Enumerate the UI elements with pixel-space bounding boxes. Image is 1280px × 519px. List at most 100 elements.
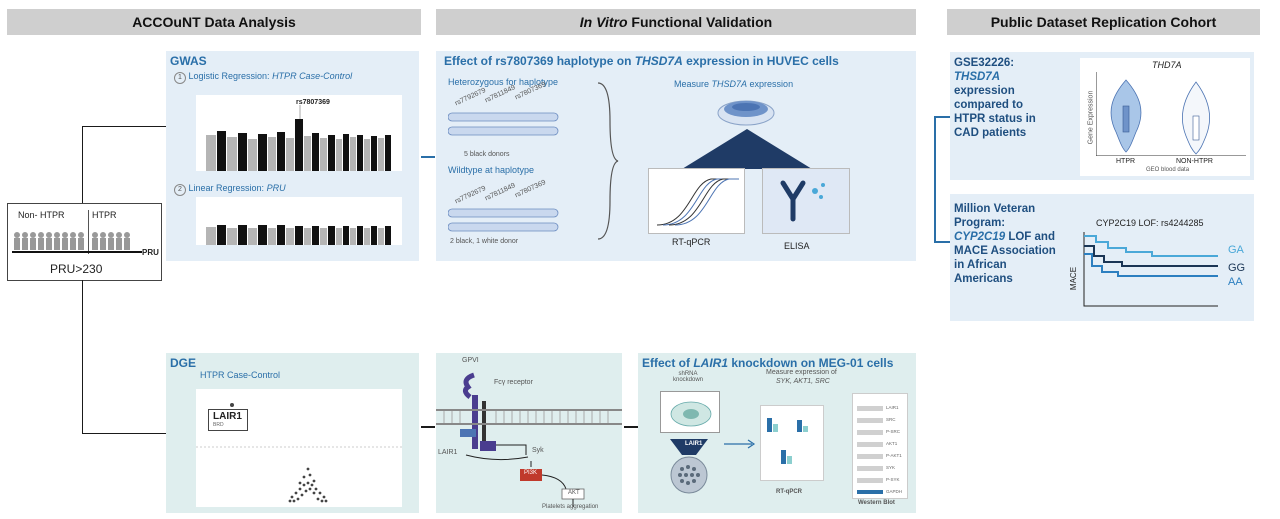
qpcr-bars <box>767 418 808 464</box>
mvp-title-line1: Million Veteran Program: <box>954 203 1036 229</box>
wb-row-8: GAPDH <box>886 489 903 494</box>
lair1-box-label: LAIR1 <box>213 411 242 422</box>
blot-bands <box>857 406 883 494</box>
gse-title-gene: THSD7A <box>954 71 1001 83</box>
connector-pathway-meg <box>624 426 638 428</box>
mvp-title: Million Veteran Program: CYP2C19 LOF and… <box>954 202 1064 286</box>
connector-rep-vertical <box>934 116 936 242</box>
gwas-panel: GWAS 1 Logistic Regression: HTPR Case-Co… <box>166 51 419 261</box>
pathway-panel: GPVI Fcγ receptor LAIR1 Syk PI <box>436 353 622 513</box>
meg-title-gene: LAIR1 <box>693 356 729 370</box>
meg-rtqpcr-label: RT-qPCR <box>776 489 802 495</box>
gse-panel: GSE32226: THSD7A expression compared to … <box>950 52 1254 180</box>
akt-label: AKT <box>568 490 580 496</box>
connector-dge-pathway <box>421 426 435 428</box>
knockdown-box <box>660 391 720 433</box>
het-donors: 5 black donors <box>464 151 510 158</box>
triangle-shape <box>682 129 812 169</box>
lair1-box: LAIR1 BRD <box>208 409 248 431</box>
lair1-pathway-label: LAIR1 <box>438 449 458 456</box>
violin-plot: THD7A Gene Expression HTPR NON-HTPR GEO … <box>1080 58 1250 176</box>
elisa-box <box>762 168 850 234</box>
violin-plot-title: THD7A <box>1152 60 1182 70</box>
syk-label: Syk <box>532 447 544 454</box>
bracket-icon <box>597 82 619 240</box>
arrow-right-icon <box>724 439 756 449</box>
step2-italic: PRU <box>266 183 286 193</box>
km-curve-gg <box>1084 245 1218 267</box>
measure-pre: Measure <box>674 79 712 89</box>
mvp-panel: Million Veteran Program: CYP2C19 LOF and… <box>950 194 1254 321</box>
elisa-label: ELISA <box>784 241 810 251</box>
patient-box: Non- HTPR HTPR PRU PRU>230 <box>7 203 162 281</box>
huvec-panel: Effect of rs7807369 haplotype on THSD7A … <box>436 51 916 261</box>
header-account: ACCOuNT Data Analysis <box>7 9 421 35</box>
platelet-aggregation-label: Platelets aggregation <box>542 504 599 510</box>
manhattan-bars-2 <box>206 225 391 245</box>
measure-expression-line1: Measure expression of <box>766 369 837 376</box>
wb-row-1: LAIR1 <box>886 405 899 410</box>
shrna-label: shRNA knockdown <box>672 371 704 383</box>
connector-rep-top <box>934 116 950 118</box>
wt-chromosomes <box>448 208 559 232</box>
wt-label: Wildtype at haplotype <box>448 165 535 175</box>
manhattan-plot-1: rs7807369 <box>196 95 402 171</box>
rtqpcr-box <box>648 168 745 234</box>
pru-threshold: PRU>230 <box>50 262 103 276</box>
htpr-label: HTPR <box>92 210 117 220</box>
wb-row-7: P-SYK <box>886 477 900 482</box>
meg-lair1-label: LAIR1 <box>685 441 703 447</box>
mvp-plot-title: CYP2C19 LOF: rs4244285 <box>1096 218 1204 228</box>
patient-divider <box>88 210 89 254</box>
gwas-step2: 2 Linear Regression: PRU <box>174 183 286 196</box>
wb-row-4: AKT1 <box>886 441 898 446</box>
header-in-vitro-italic: In Vitro <box>579 14 628 30</box>
petri-dish-icon <box>717 100 775 126</box>
het-label: Heterozygous for haplotype <box>448 77 559 87</box>
header-replication: Public Dataset Replication Cohort <box>947 9 1260 35</box>
gse-title: GSE32226: THSD7A expression compared to … <box>954 56 1050 140</box>
legend-ga: GA <box>1228 244 1244 256</box>
violin-xlabel: GEO blood data <box>1146 167 1190 173</box>
measure-label: Measure THSD7A expression <box>674 79 793 89</box>
wt-snp-3: rs7807369 <box>514 179 547 200</box>
header-in-vitro: In Vitro Functional Validation <box>436 9 916 35</box>
wt-donors: 2 black, 1 white donor <box>450 238 519 245</box>
connector-gwas-huvec <box>421 156 435 158</box>
connector-gwas <box>82 126 166 127</box>
antibody-icon <box>780 180 825 222</box>
gwas-step1: 1 Logistic Regression: HTPR Case-Control <box>174 71 352 84</box>
mvp-title-gene: CYP2C19 <box>954 231 1006 243</box>
km-curves <box>1083 232 1218 307</box>
volcano-plot: LAIR1 BRD <box>196 389 402 507</box>
wt-snp-1: rs7792679 <box>454 185 487 206</box>
measure-gene: THSD7A <box>711 79 748 89</box>
gwas-title: GWAS <box>170 54 207 68</box>
legend-gg: GG <box>1228 262 1246 274</box>
step1-number: 1 <box>174 72 186 84</box>
volcano-points <box>196 403 402 503</box>
wt-snp-2: rs7811849 <box>484 182 517 203</box>
measure-expression-genes: SYK, AKT1, SRC <box>776 378 830 385</box>
km-curve-aa <box>1084 253 1218 277</box>
header-in-vitro-rest: Functional Validation <box>627 14 773 30</box>
het-snp-2: rs7811849 <box>484 84 517 105</box>
violin-shapes <box>1096 72 1246 156</box>
violin-cat1: HTPR <box>1116 158 1136 165</box>
km-curve-ga <box>1084 235 1218 257</box>
qpcr-curves-icon <box>656 178 739 226</box>
measure-post: expression <box>747 79 794 89</box>
huvec-title: Effect of rs7807369 haplotype on THSD7A … <box>444 54 839 68</box>
step2-number: 2 <box>174 184 186 196</box>
legend-aa: AA <box>1228 276 1243 288</box>
huvec-title-pre: Effect of rs7807369 haplotype on <box>444 54 635 68</box>
het-snp-1: rs7792679 <box>454 87 487 108</box>
manhattan-plot-2 <box>196 197 402 245</box>
wb-row-6: SYK <box>886 465 896 470</box>
pru-tag: PRU <box>142 248 159 257</box>
snp-label: rs7807369 <box>296 99 330 106</box>
connector-vertical-bottom <box>82 280 83 433</box>
dish-icon <box>670 439 708 494</box>
cell-icon <box>670 401 712 427</box>
step2-label: Linear Regression: <box>188 183 267 193</box>
